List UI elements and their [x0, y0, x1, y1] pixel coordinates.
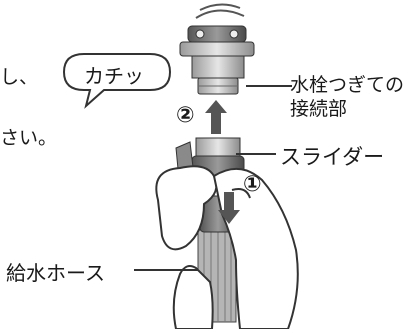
hands [155, 165, 299, 330]
leader-lines [134, 85, 292, 271]
speech-bubble [62, 53, 172, 109]
body-text-fragment: し、 [0, 66, 39, 88]
body-text-fragment: さい。 [0, 127, 58, 149]
up-arrow-icon [205, 100, 227, 134]
step-2-marker: ② [176, 103, 195, 128]
faucet-connector-label: 水栓つぎての [290, 74, 405, 96]
faucet-connector [179, 3, 255, 95]
step-1-marker: ① [243, 172, 262, 197]
water-hose-label: 給水ホース [6, 261, 105, 285]
down-arrow-icon [218, 192, 240, 224]
faucet-connector-label: 接続部 [290, 98, 348, 120]
slider-label: スライダー [280, 145, 385, 169]
speech-bubble-text: カチッ [84, 64, 144, 88]
